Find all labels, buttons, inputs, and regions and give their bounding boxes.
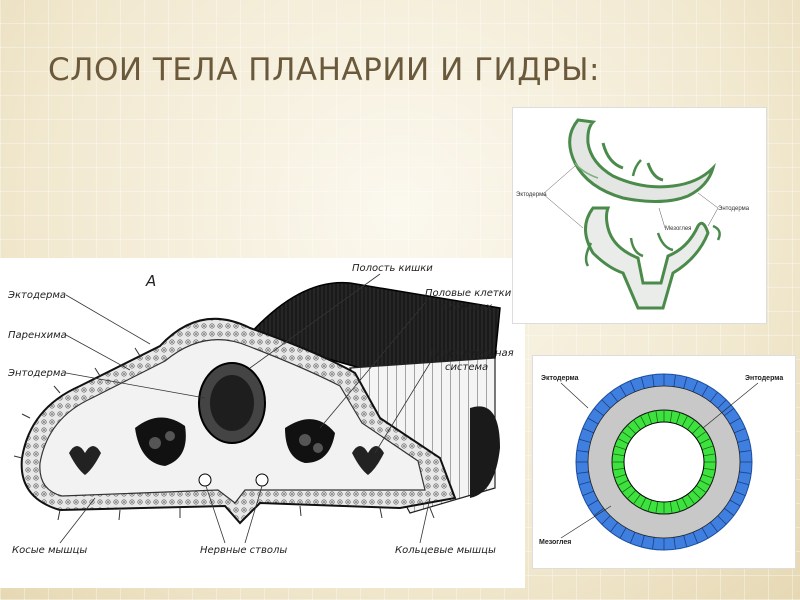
label-parenchyma: Паренхима <box>8 330 67 341</box>
label-nerve-trunks: Нервные стволы <box>200 545 287 556</box>
label-hydra-entoderm: Энтодерма <box>718 206 750 212</box>
label-gut-cavity: Полость кишки <box>352 263 433 274</box>
nerve-trunk-left <box>199 474 211 486</box>
label-ring-ectoderm: Эктодерма <box>541 375 579 382</box>
hydra-ring-figure: Эктодерма Энтодерма Мезоглея <box>533 356 795 568</box>
slide-title: СЛОИ ТЕЛА ПЛАНАРИИ И ГИДРЫ: <box>48 52 600 88</box>
label-hydra-ectoderm: Эктодерма <box>516 192 547 198</box>
label-entoderm: Энтодерма <box>7 368 67 379</box>
ring-gut-cavity <box>624 422 704 502</box>
label-oblique-muscles: Косые мышцы <box>12 545 87 556</box>
label-ring-entoderm: Энтодерма <box>745 375 783 382</box>
label-sex-cells-line1: Половые клетки <box>425 288 512 299</box>
label-ectoderm: Эктодерма <box>7 290 66 301</box>
label-sex-cells-line2: в гонадах <box>440 302 492 313</box>
planaria-cross-section-figure: А Эктодерма Паренхима Энтодерма Полость … <box>0 258 525 588</box>
label-hydra-mesoglea: Мезоглея <box>665 226 691 232</box>
nerve-trunk-right <box>256 474 268 486</box>
label-ring-muscles: Кольцевые мышцы <box>395 545 496 556</box>
label-ring-mesoglea: Мезоглея <box>539 539 571 546</box>
hydra-section-figure: Эктодерма Энтодерма Мезоглея <box>513 108 766 323</box>
label-excretory-line2: система <box>445 362 488 373</box>
hydra-lower-body <box>586 208 709 308</box>
label-excretory-line1: Выделительная <box>430 348 514 359</box>
figure-letter: А <box>145 272 156 290</box>
